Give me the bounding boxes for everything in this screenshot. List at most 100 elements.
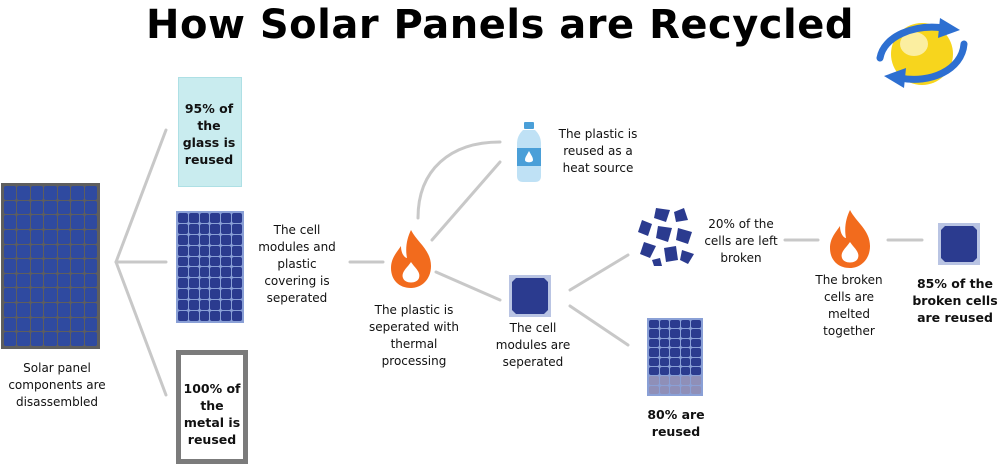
panel-cell: [71, 273, 84, 288]
panel-cell: [680, 348, 691, 357]
panel-cell: [659, 366, 670, 376]
panel-cell: [71, 200, 84, 215]
single-cell-icon: [509, 275, 551, 317]
panel-cell: [30, 229, 44, 244]
panel-cell: [188, 278, 199, 289]
panel-cell: [30, 259, 44, 273]
panel-cell: [670, 338, 680, 348]
panel-cell: [30, 215, 44, 229]
panel-cell: [71, 288, 84, 303]
panel-cell: [4, 229, 17, 244]
label-reused-80: 80% are reused: [647, 407, 705, 439]
panel-cell: [680, 376, 691, 385]
flame-icon: [830, 210, 870, 268]
panel-cell: [71, 259, 84, 273]
panel-cell: [670, 385, 680, 394]
panel-cell: [178, 213, 188, 223]
panel-cell: [232, 267, 242, 278]
panel-cell: [659, 338, 670, 348]
panel-cell: [57, 229, 71, 244]
panel-cell: [4, 259, 17, 273]
panel-cell: [84, 288, 97, 303]
panel-cell: [232, 256, 242, 267]
panel-cell: [221, 289, 232, 300]
panel-cell: [4, 303, 17, 317]
panel-cell: [659, 329, 670, 338]
panel-cell: [649, 385, 659, 394]
panel-cell: [17, 303, 30, 317]
panel-cell: [4, 215, 17, 229]
panel-cell: [44, 332, 57, 346]
panel-cell: [57, 215, 71, 229]
panel-cell: [659, 348, 670, 357]
label-cells-plastic: The cell modules and plastic covering is…: [258, 223, 336, 305]
panel-cell: [199, 311, 210, 321]
panel-cell: [221, 223, 232, 234]
panel-cell: [30, 317, 44, 332]
panel-cell: [221, 256, 232, 267]
panel-cell: [44, 273, 57, 288]
panel-cell: [691, 357, 701, 366]
panel-cell: [691, 385, 701, 394]
panel-cell: [84, 186, 97, 200]
panel-cell: [649, 366, 659, 376]
panel-cell: [71, 186, 84, 200]
panel-cell: [199, 245, 210, 256]
panel-cell: [680, 329, 691, 338]
flame-icon: [391, 230, 431, 288]
panel-cell: [199, 289, 210, 300]
panel-cell: [670, 376, 680, 385]
solar-panel-icon: [1, 183, 100, 349]
panel-cell: [44, 259, 57, 273]
panel-cell: [30, 288, 44, 303]
panel-cell: [44, 288, 57, 303]
panel-cell: [178, 289, 188, 300]
panel-cell: [691, 329, 701, 338]
panel-cell: [178, 256, 188, 267]
panel-cell: [232, 234, 242, 245]
panel-cell: [188, 289, 199, 300]
panel-cell: [17, 288, 30, 303]
page-title: How Solar Panels are Recycled: [146, 2, 854, 48]
panel-cell: [44, 303, 57, 317]
panel-cell: [210, 245, 221, 256]
panel-cell: [30, 303, 44, 317]
panel-cell: [17, 200, 30, 215]
panel-cell: [71, 229, 84, 244]
panel-cell: [30, 186, 44, 200]
panel-cell: [57, 288, 71, 303]
panel-cell: [659, 357, 670, 366]
panel-cell: [57, 303, 71, 317]
panel-cell: [210, 234, 221, 245]
panel-cell: [57, 244, 71, 259]
panel-cell: [84, 317, 97, 332]
panel-cell: [71, 244, 84, 259]
panel-cell: [670, 329, 680, 338]
cell-grid-icon: [176, 211, 244, 323]
panel-cell: [221, 311, 232, 321]
panel-cell: [71, 303, 84, 317]
single-cell-icon: [938, 223, 980, 265]
panel-cell: [188, 245, 199, 256]
panel-cell: [199, 213, 210, 223]
panel-cell: [210, 213, 221, 223]
panel-cell: [199, 267, 210, 278]
label-metal: 100% of the metal is reused: [183, 381, 241, 447]
panel-cell: [199, 278, 210, 289]
panel-cell: [199, 223, 210, 234]
panel-cell: [30, 273, 44, 288]
panel-cell: [210, 223, 221, 234]
panel-cell: [649, 357, 659, 366]
panel-cell: [221, 267, 232, 278]
panel-cell: [199, 234, 210, 245]
panel-cell: [57, 332, 71, 346]
panel-cell: [670, 320, 680, 329]
panel-cell: [199, 256, 210, 267]
panel-cell: [178, 311, 188, 321]
panel-cell: [232, 289, 242, 300]
label-cells-separated: The cell modules are seperated: [495, 321, 571, 369]
panel-cell: [221, 278, 232, 289]
panel-cell: [71, 332, 84, 346]
broken-cells-icon: [638, 208, 694, 266]
panel-cell: [221, 234, 232, 245]
